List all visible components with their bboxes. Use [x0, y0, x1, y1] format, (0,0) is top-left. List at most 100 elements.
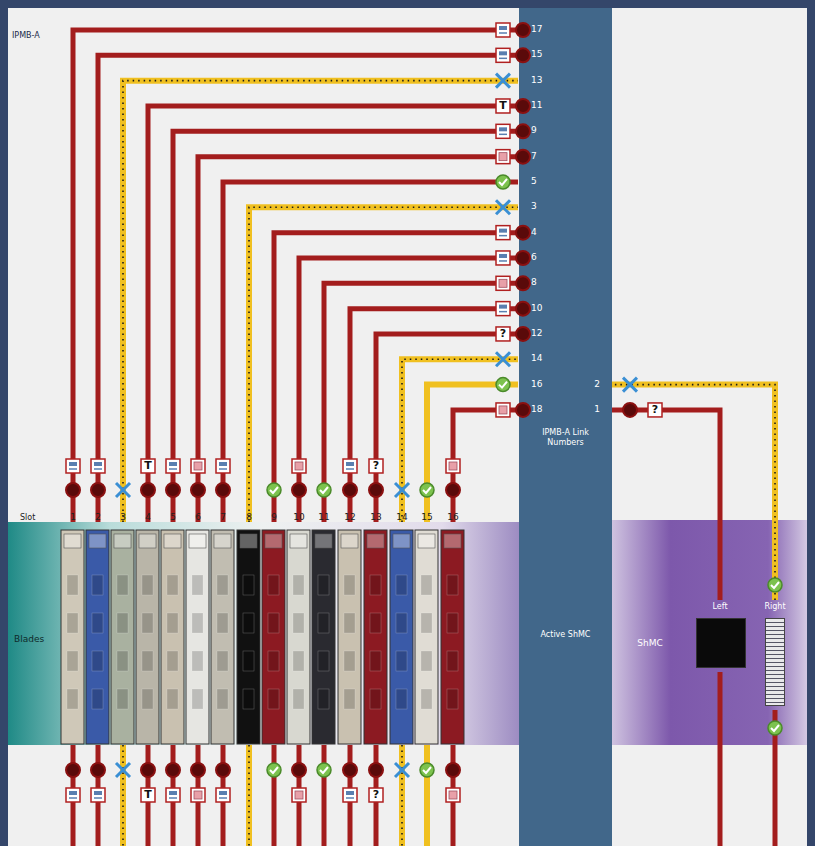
link-port — [91, 483, 105, 497]
ok-mark — [423, 487, 431, 493]
ipmb-bar — [519, 8, 612, 846]
status-icon — [343, 788, 357, 802]
ipmb-wire — [612, 385, 775, 600]
ipmb-wire — [322, 745, 327, 846]
icon-detail — [69, 462, 77, 466]
card-detail — [344, 689, 355, 709]
ipmb-wire — [299, 258, 518, 522]
shmc-slot: Right — [758, 600, 792, 710]
status-icon — [166, 788, 180, 802]
card-handle — [367, 534, 384, 548]
icon-detail — [449, 462, 457, 470]
ok-mark — [267, 483, 281, 497]
icon-letter: T — [144, 460, 152, 472]
icon-detail — [449, 791, 457, 799]
card-detail — [167, 613, 178, 633]
card-detail — [142, 651, 153, 671]
card-detail — [268, 689, 279, 709]
slot-number: 1 — [70, 513, 76, 523]
ipmb-wire — [324, 283, 518, 522]
status-icon — [446, 788, 460, 802]
card-detail — [396, 613, 407, 633]
link-port — [343, 483, 357, 497]
fault-mark — [395, 763, 409, 777]
card-detail — [318, 651, 329, 671]
card-detail — [421, 651, 432, 671]
card-detail — [370, 651, 381, 671]
ipmb-wire — [612, 410, 720, 600]
status-icon — [91, 459, 105, 473]
blade-card — [111, 530, 134, 744]
icon-detail — [499, 26, 507, 30]
card-detail — [447, 613, 458, 633]
status-icon — [369, 788, 383, 802]
card-detail — [396, 689, 407, 709]
slot-number: 3 — [120, 513, 126, 523]
icon-detail — [346, 797, 354, 799]
status-icon — [141, 788, 155, 802]
link-port — [446, 483, 460, 497]
status-icon — [496, 150, 510, 164]
icon-detail — [94, 468, 102, 470]
link-port — [516, 99, 530, 113]
status-icon — [91, 788, 105, 802]
icon-detail — [499, 305, 507, 309]
link-port — [66, 763, 80, 777]
card-detail — [243, 575, 254, 595]
group-label: Blades — [14, 635, 44, 645]
link-port — [516, 302, 530, 316]
node-label: Active ShMC — [529, 630, 602, 640]
blade-card — [390, 530, 413, 744]
ipmb-wire — [424, 745, 430, 846]
ipmb-wire — [173, 131, 518, 522]
card-handle — [164, 534, 181, 548]
ipmb-link — [612, 385, 775, 600]
card-handle — [265, 534, 282, 548]
icon-detail — [169, 462, 177, 466]
card-detail — [92, 689, 103, 709]
fault-mark — [496, 352, 510, 366]
ok-mark — [317, 483, 331, 497]
card-detail — [217, 613, 228, 633]
ok-mark — [317, 763, 331, 777]
ok-mark — [768, 578, 782, 592]
card-detail — [293, 575, 304, 595]
status-icon — [496, 403, 510, 417]
fault-mark — [395, 763, 409, 777]
fault-mark — [395, 483, 409, 497]
ipmb-wire — [399, 745, 405, 846]
slot-number: 5 — [170, 513, 176, 523]
icon-detail — [219, 791, 227, 795]
status-icon — [66, 788, 80, 802]
card-detail — [243, 689, 254, 709]
axis-label: Slot — [20, 514, 35, 523]
link-port — [369, 763, 383, 777]
icon-detail — [499, 153, 507, 161]
ipmb-wire — [374, 745, 379, 846]
node-label: Left — [692, 602, 748, 612]
blade-card — [441, 530, 464, 744]
link-port — [166, 483, 180, 497]
link-port — [516, 276, 530, 290]
blade-card — [86, 530, 109, 744]
icon-letter: T — [499, 100, 507, 112]
node-label: ShMC — [628, 638, 672, 649]
link-number: 2 — [594, 380, 600, 390]
status-icon — [292, 788, 306, 802]
blade-card — [237, 530, 260, 744]
card-detail — [67, 613, 78, 633]
card-detail — [92, 613, 103, 633]
link-port — [446, 763, 460, 777]
ipmb-wire — [350, 309, 518, 522]
card-detail — [67, 689, 78, 709]
bus-name: IPMB-A — [12, 32, 40, 41]
fault-mark — [496, 200, 510, 214]
icon-detail — [499, 127, 507, 131]
icon-detail — [94, 791, 102, 795]
blade-card — [364, 530, 387, 744]
node-label: Right — [758, 602, 792, 612]
card-detail — [318, 689, 329, 709]
icon-detail — [69, 468, 77, 470]
